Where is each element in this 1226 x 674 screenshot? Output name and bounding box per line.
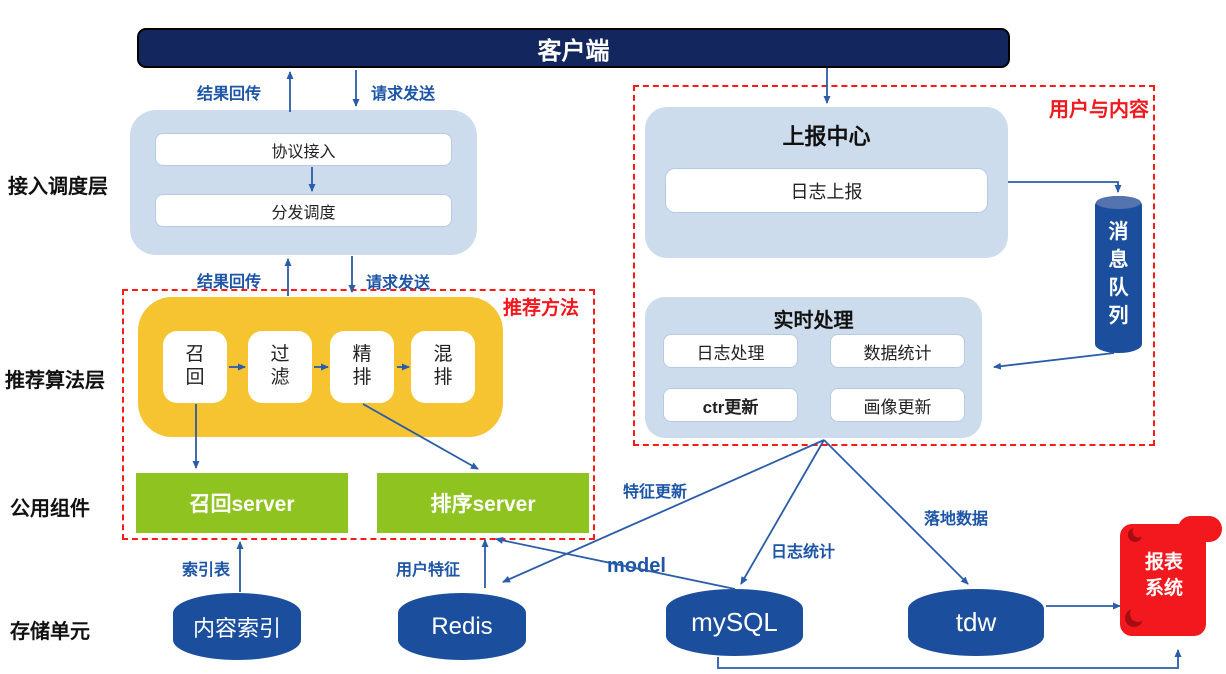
dispatch-schedule-node: 分发调度	[155, 194, 452, 227]
ctr-update-node: ctr更新	[663, 388, 798, 422]
content-index-label: 内容索引	[192, 615, 281, 641]
edge-log-stat	[740, 439, 825, 585]
client-label: 客户端	[537, 37, 610, 65]
log-report-node: 日志上报	[665, 168, 988, 213]
layer-label-algo: 推荐算法层	[5, 370, 105, 392]
access-scheduling-box	[130, 110, 477, 255]
data-stat-node: 数据统计	[830, 334, 965, 368]
stage-recall-label: 召回	[185, 344, 205, 388]
profile-update-node: 画像更新	[830, 388, 965, 422]
tdw-db: tdw	[908, 589, 1044, 656]
edge-label-feature-update: 特征更新	[623, 484, 688, 501]
stage-filter-label: 过滤	[270, 344, 290, 388]
report-system-label: 报表系统	[1144, 552, 1183, 599]
edge-label-model: model	[607, 555, 666, 577]
message-queue-node: 消息队列	[1095, 196, 1142, 353]
stage-mix-rank: 混排	[411, 331, 475, 403]
rank-server-label: 排序server	[430, 493, 536, 516]
recall-server-label: 召回server	[189, 493, 295, 516]
flow-label-result-back-mid: 结果回传	[197, 274, 262, 291]
edge-label-index-table: 索引表	[182, 562, 231, 579]
recommend-method-group	[122, 289, 595, 540]
realtime-title: 实时处理	[773, 310, 854, 332]
realtime-box: 实时处理 日志处理 数据统计 ctr更新 画像更新	[645, 297, 982, 438]
data-stat-label: 数据统计	[863, 343, 932, 363]
protocol-access-label: 协议接入	[271, 143, 336, 161]
redis-db: Redis	[398, 593, 526, 660]
recommend-method-label: 推荐方法	[503, 298, 580, 319]
stage-fine-rank-label: 精排	[352, 344, 372, 388]
users-content-label: 用户与内容	[1049, 99, 1149, 121]
mysql-label: mySQL	[691, 607, 778, 637]
log-process-node: 日志处理	[663, 334, 798, 368]
client-node: 客户端	[137, 28, 1010, 68]
message-queue-label: 消息队列	[1108, 221, 1129, 327]
report-center-box: 上报中心 日志上报	[645, 107, 1008, 258]
layer-label-access: 接入调度层	[8, 176, 108, 198]
content-index-db: 内容索引	[173, 593, 301, 660]
recall-server-node: 召回server	[136, 473, 348, 533]
stage-filter: 过滤	[248, 331, 312, 403]
flow-label-result-back-top: 结果回传	[197, 86, 262, 103]
tdw-label: tdw	[955, 607, 997, 637]
edge-label-landing-data: 落地数据	[924, 511, 989, 528]
edge-label-user-feature: 用户特征	[396, 562, 461, 579]
protocol-access-node: 协议接入	[155, 133, 452, 166]
log-process-label: 日志处理	[696, 343, 765, 363]
layer-label-common: 公用组件	[10, 498, 90, 520]
edge-label-log-stat: 日志统计	[771, 544, 836, 561]
stage-fine-rank: 精排	[330, 331, 394, 403]
rank-server-node: 排序server	[377, 473, 589, 533]
stage-mix-rank-label: 混排	[433, 344, 453, 388]
mysql-db: mySQL	[666, 589, 803, 656]
log-report-label: 日志上报	[790, 181, 863, 202]
dispatch-schedule-label: 分发调度	[271, 204, 336, 222]
report-system-label-wrap: 报表系统	[1118, 550, 1210, 601]
ctr-update-label: ctr更新	[702, 397, 759, 417]
flow-label-request-send-top: 请求发送	[371, 86, 436, 103]
layer-label-storage: 存储单元	[10, 621, 90, 643]
report-system-node	[1120, 516, 1222, 636]
report-center-title: 上报中心	[782, 124, 871, 149]
flow-label-request-send-mid: 请求发送	[366, 275, 431, 292]
cylinder-cap	[1096, 196, 1141, 209]
stage-recall: 召回	[163, 331, 227, 403]
profile-update-label: 画像更新	[863, 397, 932, 417]
redis-label: Redis	[431, 612, 493, 640]
